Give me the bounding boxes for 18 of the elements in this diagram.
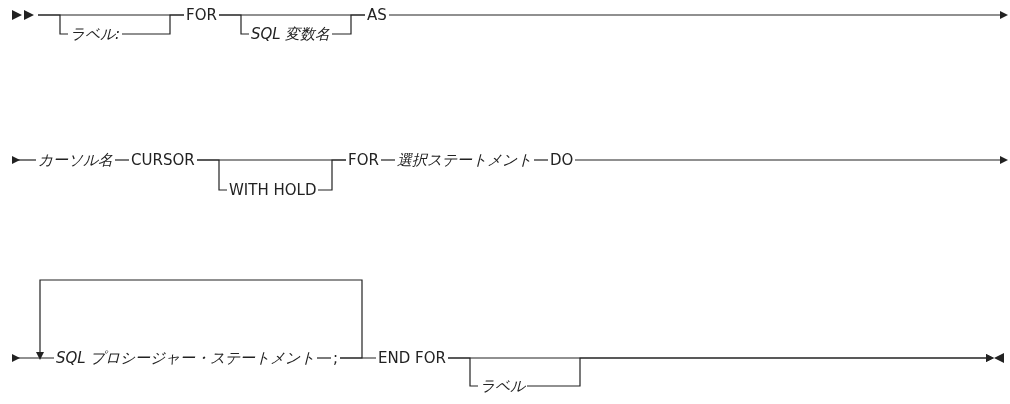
rail-line: [447, 357, 479, 387]
placeholder-text: SQL 変数名: [249, 25, 333, 43]
rail-line: [339, 357, 377, 359]
rail-line: [316, 357, 332, 359]
rail-line: [574, 156, 1008, 164]
rail-line: [11, 354, 55, 362]
rail-line: [526, 354, 994, 387]
rail-line: [114, 159, 130, 161]
rail-line: [121, 14, 185, 35]
rail-line: [317, 159, 347, 191]
placeholder-text: カーソル名: [36, 151, 115, 169]
rail-line: [36, 279, 363, 360]
rail-line: [388, 11, 1008, 19]
rail-line: [380, 159, 396, 161]
rail-line: [331, 14, 366, 35]
rail-line: [533, 159, 549, 161]
rail-line: [196, 159, 228, 191]
rail-line: [11, 156, 37, 164]
